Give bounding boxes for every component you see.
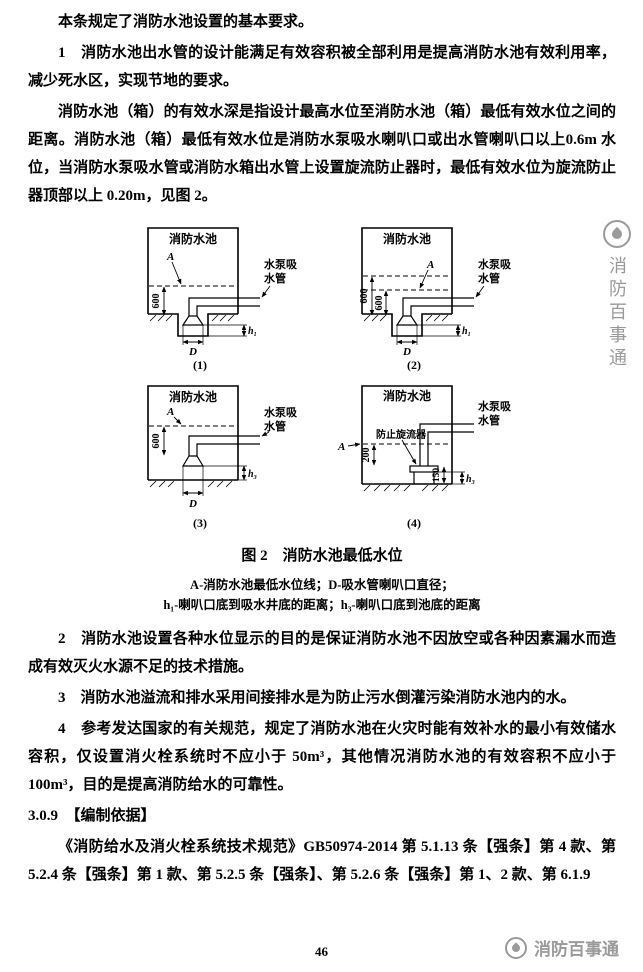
bell-mouth xyxy=(181,315,205,326)
flame-icon xyxy=(609,226,625,242)
document-page: 本条规定了消防水池设置的基本要求。 1 消防水池出水管的设计能满足有效容积被全部… xyxy=(28,8,616,892)
watermark-text: 消防百事通 xyxy=(607,256,627,371)
pipe-label-line2: 水管 xyxy=(478,271,500,285)
legend-line-1: A-消防水池最低水位线；D-吸水管喇叭口直径； xyxy=(190,578,454,592)
paragraph-water-depth: 消防水池（箱）的有效水深是指设计最高水位至消防水池（箱）最低有效水位之间的距离。… xyxy=(28,104,616,204)
vortex-preventer-label: 防止旋流器 xyxy=(376,428,427,441)
tank-label: 消防水池 xyxy=(169,231,217,246)
dim-600-label: 600 xyxy=(359,289,370,304)
pipe-label-line1: 水泵吸 xyxy=(264,257,298,271)
pipe-label-line2: 水管 xyxy=(478,413,500,427)
dimension-lines xyxy=(369,269,485,345)
paragraph-item-4: 4 参考发达国家的有关规范，规定了消防水池在火灾时能有效补水的最小有效储水容积，… xyxy=(28,721,616,793)
paragraph-reference: 《消防给水及消火栓系统技术规范》GB50974-2014 第 5.1.13 条【… xyxy=(28,839,616,883)
dim-h3-label: h₃ xyxy=(466,474,475,485)
suction-pipe xyxy=(402,297,474,316)
tank-label: 消防水池 xyxy=(383,231,431,246)
tank-outline xyxy=(147,385,239,481)
dim-h1-label: h₁ xyxy=(462,326,471,337)
ground-hatch xyxy=(363,314,449,322)
figure-legend: A-消防水池最低水位线；D-吸水管喇叭口直径； h₁-喇叭口底到吸水井底的距离；… xyxy=(28,575,616,615)
a-level-label: A xyxy=(426,259,434,271)
page-number: 46 xyxy=(315,944,328,959)
dimension-lines xyxy=(161,261,271,345)
dim-h3-label: h₃ xyxy=(248,469,257,480)
bell-mouth xyxy=(395,315,419,326)
water-level-line xyxy=(363,275,451,291)
vortex-preventer xyxy=(409,465,439,484)
watermark-vertical: 消防百事通 xyxy=(599,220,635,371)
diagram-3: 消防水池 水泵吸 水管 600 A D h₃ (3) xyxy=(147,385,298,530)
paragraph-item-2: 2 消防水池设置各种水位显示的目的是保证消防水池不因放空或各种因素漏水而造成有效… xyxy=(28,631,616,675)
dim-d-label: D xyxy=(188,346,197,358)
dim-600-label: 600 xyxy=(151,294,162,309)
figure-caption: 图 2 消防水池最低水位 xyxy=(241,548,403,564)
dim-d-label: D xyxy=(402,346,411,358)
a-level-label: A xyxy=(166,251,174,263)
paragraph-item-3: 3 消防水池溢流和排水采用间接排水是为防止污水倒灌污染消防水池内的水。 xyxy=(58,690,576,706)
dim-h1-label: h₁ xyxy=(248,326,257,337)
bell-mouth xyxy=(181,455,205,467)
diagram-1: 消防水池 水泵吸 水管 600 A D h₁ (1) xyxy=(147,227,298,372)
dim-600-label: 600 xyxy=(151,434,162,449)
pipe-label-line2: 水管 xyxy=(264,271,286,285)
dim-200-label: 200 xyxy=(361,448,372,463)
paragraph-intro: 本条规定了消防水池设置的基本要求。 xyxy=(58,14,314,30)
tank-outline xyxy=(147,227,239,337)
ground-hatch xyxy=(149,480,233,488)
tank-label: 消防水池 xyxy=(169,389,217,404)
legend-line-2: h₁-喇叭口底到吸水井底的距离；h₃-喇叭口底到池底的距离 xyxy=(163,598,481,612)
dimension-lines xyxy=(347,439,465,485)
tank-outline xyxy=(361,385,453,485)
dimension-lines xyxy=(161,416,270,496)
diagram-4: 消防水池 防止旋流器 水泵吸 水管 200 150 A h₃ (4) xyxy=(337,385,512,530)
dim-600-label: 600 xyxy=(374,296,385,311)
watermark-horizontal: 消防百事通 xyxy=(505,935,619,960)
diagram-number: (2) xyxy=(407,358,421,372)
ground-hatch xyxy=(149,314,235,322)
pipe-label-line1: 水泵吸 xyxy=(478,257,512,271)
diagram-number: (4) xyxy=(407,516,421,530)
diagram-grid: 消防水池 水泵吸 水管 600 A D h₁ (1) xyxy=(28,222,616,530)
paragraph-item-1: 1 消防水池出水管的设计能满足有效容积被全部利用是提高消防水池有效利用率，减少死… xyxy=(28,45,616,89)
watermark-logo-icon xyxy=(603,220,631,248)
ground-hatch xyxy=(363,484,449,492)
diagram-number: (1) xyxy=(193,358,207,372)
diagram-number: (3) xyxy=(193,516,207,530)
dim-d-label: D xyxy=(188,498,197,510)
tank-label: 消防水池 xyxy=(383,388,431,403)
pipe-label-line1: 水泵吸 xyxy=(478,399,512,413)
suction-pipe xyxy=(188,435,260,456)
watermark-text: 消防百事通 xyxy=(534,940,619,959)
suction-pipe xyxy=(419,423,474,466)
watermark-logo-icon xyxy=(505,936,527,959)
pipe-label-line2: 水管 xyxy=(264,419,286,433)
diagram-2: 消防水池 水泵吸 水管 600 600 A D h₁ (2) xyxy=(359,227,512,372)
suction-pipe xyxy=(188,297,260,316)
dim-150-label: 150 xyxy=(432,468,442,483)
section-heading: 3.0.9 【编制依据】 xyxy=(28,808,156,824)
a-level-label: A xyxy=(166,406,174,418)
a-level-label: A xyxy=(337,441,345,453)
pipe-label-line1: 水泵吸 xyxy=(264,405,298,419)
figure-2: 消防水池 水泵吸 水管 600 A D h₁ (1) xyxy=(28,222,616,615)
